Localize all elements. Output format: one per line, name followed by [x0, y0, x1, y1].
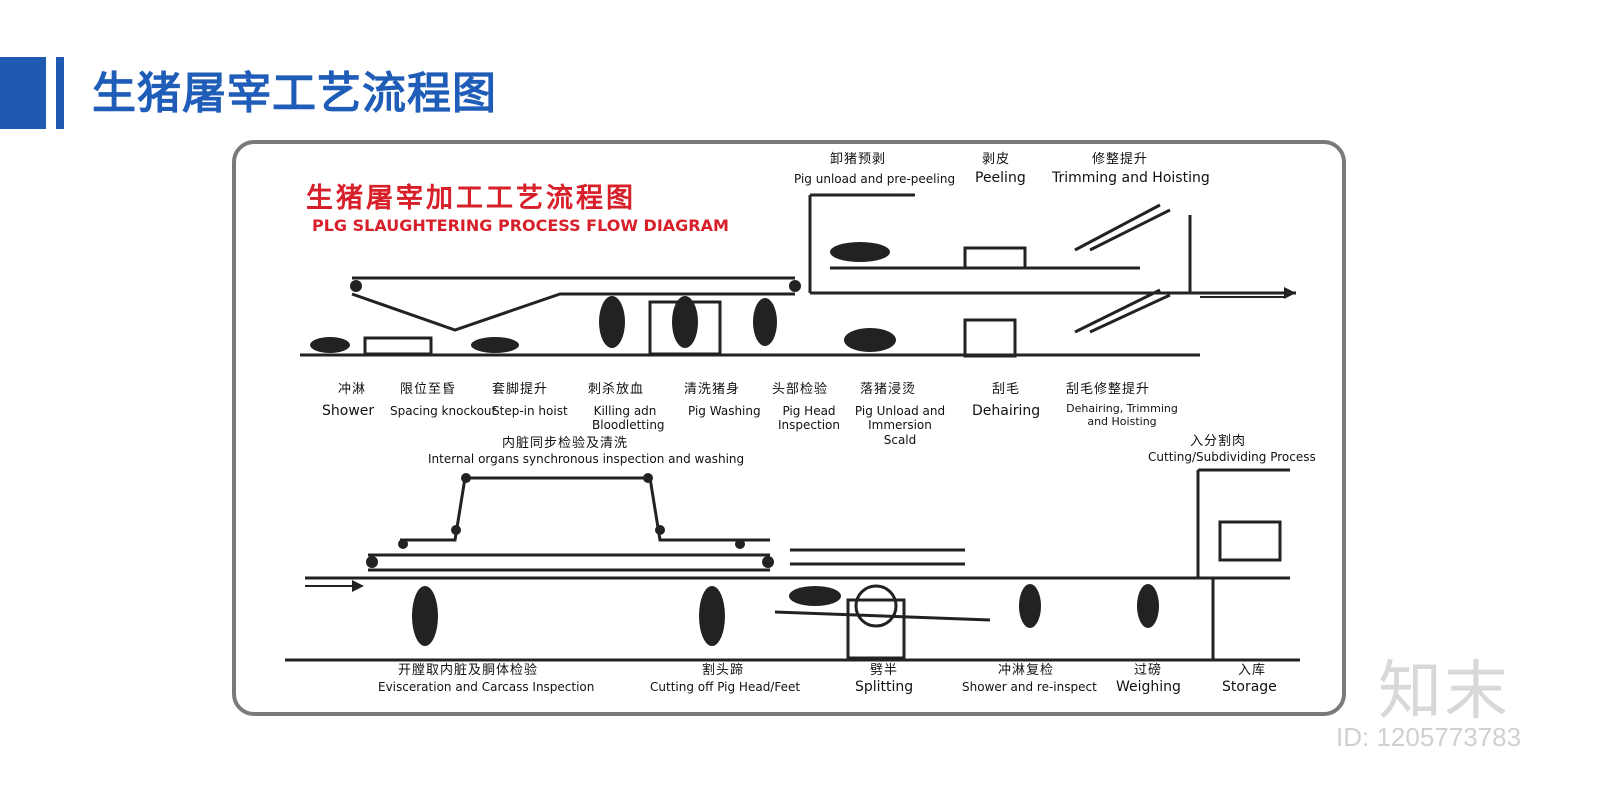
step-weighing-en: Weighing [1116, 679, 1181, 695]
step-unload-zh: 卸猪预剥 [830, 152, 887, 167]
title-accent-line [56, 57, 64, 129]
title-accent-bar [0, 57, 46, 129]
step-evisceration-en: Evisceration and Carcass Inspection [378, 680, 595, 694]
step-trimming-en: Trimming and Hoisting [1052, 170, 1210, 186]
hoist-ramp-top [1074, 203, 1171, 252]
splitting-machine [846, 598, 906, 660]
step-head-en: Pig Head Inspection [778, 404, 840, 433]
step-head-zh: 头部检验 [772, 382, 829, 397]
watermark-id: ID: 1205773783 [1336, 722, 1522, 752]
step-splitting-en: Splitting [855, 679, 914, 695]
step-washing-zh: 清洗猪身 [684, 382, 741, 397]
step-killing-zh: 刺杀放血 [588, 382, 645, 397]
inspection-conveyor [400, 476, 770, 542]
step-weighing-zh: 过磅 [1134, 663, 1163, 678]
upper-conveyor [351, 276, 795, 332]
step-scald-en: Pig Unload and Immersion Scald [854, 404, 946, 447]
step-killing-en: Killing adn Bloodletting [592, 404, 665, 433]
arrow-right-bottom [352, 580, 364, 592]
step-knockout-zh: 限位至昏 [400, 382, 457, 397]
step-evisceration-zh: 开膛取内脏及胴体检验 [398, 663, 539, 678]
diagram-subtitle: PLG SLAUGHTERING PROCESS FLOW DIAGRAM [312, 216, 729, 235]
step-peeling-zh: 剥皮 [982, 152, 1011, 167]
step-knockout-en: Spacing knockout [390, 404, 497, 418]
dehairing-machine [963, 318, 1017, 358]
step-hoist-zh: 套脚提升 [492, 382, 549, 397]
step-scald-zh: 落猪浸烫 [860, 382, 917, 397]
step-cut-head-en: Cutting off Pig Head/Feet [650, 680, 801, 694]
step-unload-en: Pig unload and pre-peeling [794, 172, 956, 186]
peeling-machine [963, 246, 1027, 270]
watermark-logo: 知末 [1378, 655, 1510, 729]
step-storage-zh: 入库 [1238, 663, 1267, 678]
step-dehairing-en: Dehairing [972, 403, 1041, 419]
step-cut-head-zh: 割头蹄 [702, 663, 745, 678]
step-trimming-zh: 修整提升 [1092, 152, 1149, 167]
step-dehairing-trim-en: Dehairing, Trimming and Hoisting [1066, 402, 1178, 429]
step-storage-en: Storage [1222, 679, 1277, 695]
knockout-machine [363, 336, 433, 356]
step-hoist-en: Step-in hoist [492, 404, 568, 418]
step-washing-en: Pig Washing [688, 404, 761, 418]
step-peeling-en: Peeling [975, 170, 1026, 186]
storage-cabinet [1218, 520, 1282, 562]
page-title: 生猪屠宰工艺流程图 [92, 68, 497, 119]
step-splitting-zh: 劈半 [870, 663, 899, 678]
splitting-saw [854, 584, 898, 628]
step-dehairing-trim-zh: 刮毛修整提升 [1066, 382, 1151, 397]
cutting-en: Cutting/Subdividing Process [1148, 450, 1316, 464]
cutting-zh: 入分割肉 [1190, 434, 1247, 449]
arrow-right-top [1284, 287, 1296, 299]
inspection-zh: 内脏同步检验及清洗 [502, 436, 629, 451]
step-reinspect-zh: 冲淋复检 [998, 663, 1055, 678]
step-shower-zh: 冲淋 [338, 382, 367, 397]
hoist-ramp-bottom [1074, 288, 1171, 334]
step-dehairing-zh: 刮毛 [992, 382, 1021, 397]
lower-conveyor [368, 553, 770, 572]
diagram-title: 生猪屠宰加工工艺流程图 [306, 183, 636, 214]
step-reinspect-en: Shower and re-inspect [962, 680, 1097, 694]
inspection-en: Internal organs synchronous inspection a… [428, 452, 745, 466]
step-shower-en: Shower [322, 403, 375, 419]
